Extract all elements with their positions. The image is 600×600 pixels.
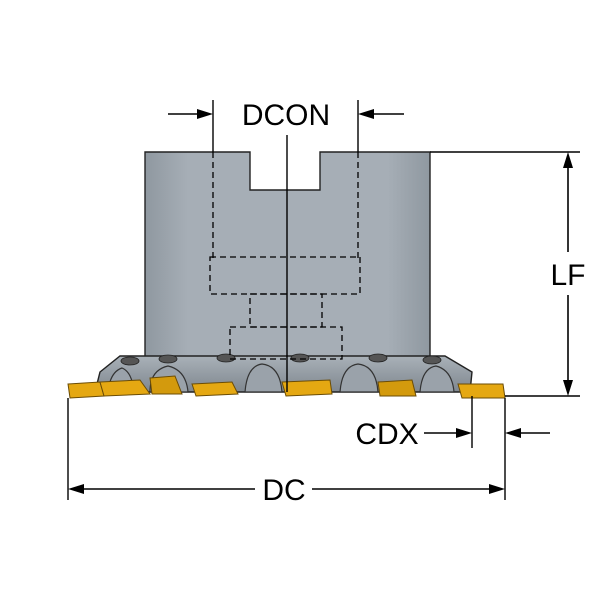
dc-arrow-left: [68, 484, 84, 494]
insert: [281, 379, 333, 397]
lf-label: LF: [550, 259, 585, 292]
screw-head: [422, 355, 442, 365]
pocket: [339, 363, 379, 393]
pocket: [419, 365, 455, 393]
cdx-label: CDX: [355, 418, 418, 451]
dcon-label: DCON: [242, 99, 330, 132]
insert: [457, 383, 506, 399]
lf-arrow-top: [563, 152, 573, 168]
lf-arrow-bottom: [563, 380, 573, 396]
head-screws: [120, 353, 442, 366]
screw-head: [216, 353, 236, 363]
dcon-dimension: DCON: [168, 99, 404, 152]
cdx-arrow-right: [505, 428, 521, 438]
insert: [191, 381, 239, 397]
cdx-arrow-left: [456, 428, 472, 438]
screw-head: [290, 353, 310, 363]
dc-arrow-right: [489, 484, 505, 494]
screw-head: [158, 354, 178, 364]
dcon-arrow-left: [197, 109, 213, 119]
dcon-arrow-right: [358, 109, 374, 119]
screw-head: [368, 353, 388, 363]
head-pockets: [107, 363, 455, 393]
hidden-features: [209, 152, 361, 360]
insert: [67, 381, 105, 399]
pocket: [244, 363, 283, 393]
screw-head: [120, 356, 140, 366]
hidden-counterbore: [229, 326, 343, 360]
inserts: [67, 375, 506, 399]
dc-dimension: DC: [67, 398, 506, 507]
insert: [149, 375, 183, 395]
lf-dimension: LF: [430, 151, 586, 397]
cdx-dimension: CDX: [355, 396, 550, 451]
dc-label: DC: [262, 474, 305, 507]
insert: [99, 379, 151, 397]
insert: [377, 379, 417, 397]
